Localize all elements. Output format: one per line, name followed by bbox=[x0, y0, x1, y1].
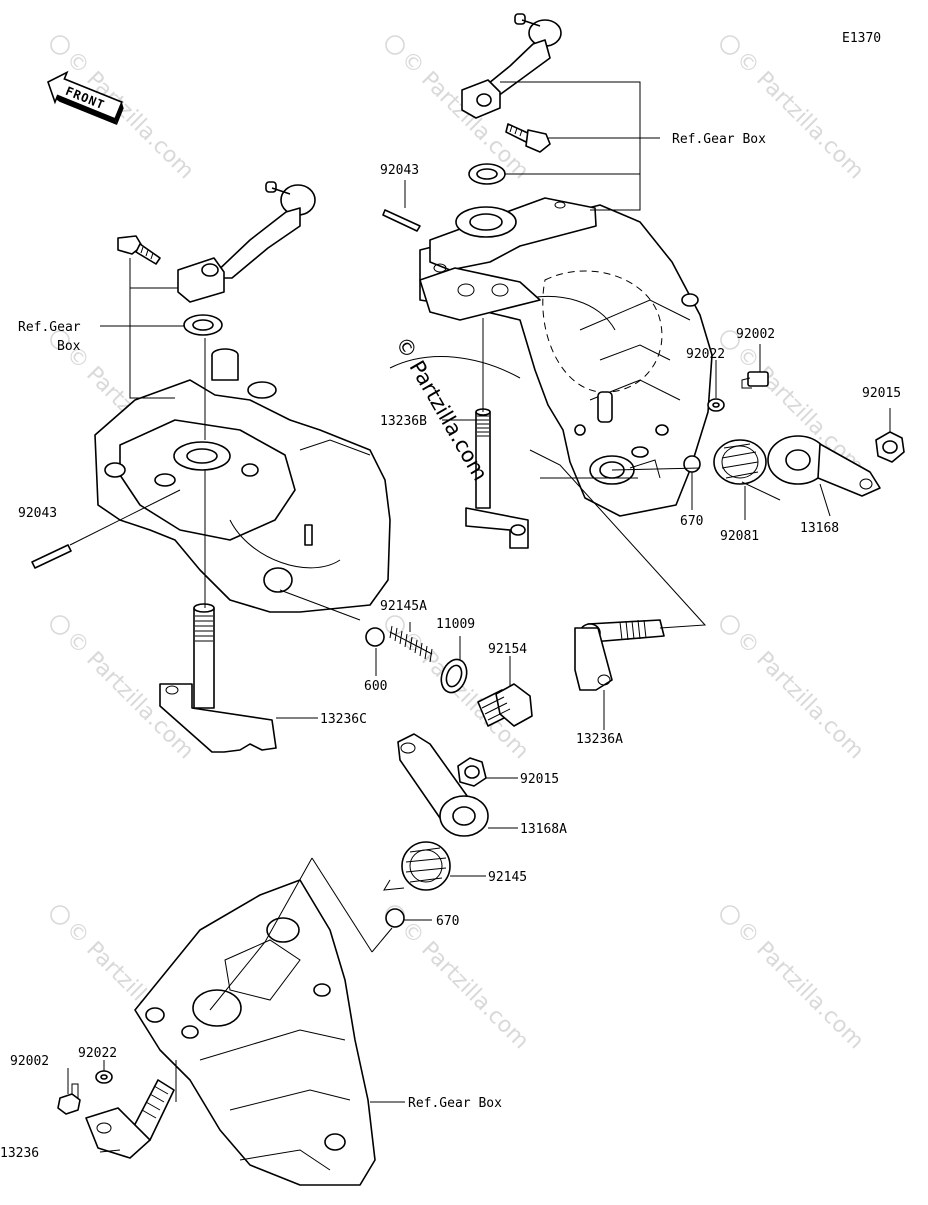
spring-92145 bbox=[383, 841, 451, 891]
gear-box-left-housing bbox=[94, 348, 391, 613]
shaft-13236B bbox=[465, 408, 529, 549]
watermark-text: © Partzilla.com bbox=[731, 46, 869, 184]
part-label: 92145 bbox=[488, 870, 527, 885]
part-label: 670 bbox=[680, 514, 703, 529]
leader-lines bbox=[67, 81, 891, 1153]
part-label: 92043 bbox=[18, 506, 57, 521]
pin-92043-top bbox=[382, 209, 421, 232]
part-label: 92022 bbox=[78, 1046, 117, 1061]
washer-92022-top bbox=[707, 398, 725, 412]
part-label: 670 bbox=[436, 914, 459, 929]
part-label: 92002 bbox=[736, 327, 775, 342]
shaft-13236A bbox=[574, 619, 665, 691]
ref-label: Box bbox=[57, 339, 81, 354]
part-label: 92043 bbox=[380, 163, 419, 178]
spring-92081 bbox=[713, 439, 781, 501]
part-label: 13236B bbox=[380, 414, 427, 429]
spring-92145A bbox=[389, 625, 433, 663]
part-labels: 92043 Ref.Gear Box Ref.Gear Box 13236B 9… bbox=[0, 132, 901, 1161]
shift-lever-top bbox=[461, 13, 562, 119]
part-label: 92015 bbox=[862, 386, 901, 401]
bolt-left bbox=[117, 235, 161, 265]
arm-13168 bbox=[767, 435, 881, 497]
part-label: 11009 bbox=[436, 617, 475, 632]
part-label: 92002 bbox=[10, 1054, 49, 1069]
part-label: 13236C bbox=[320, 712, 367, 727]
shift-lever-left bbox=[177, 181, 316, 303]
washer-92022-bottom bbox=[95, 1070, 113, 1084]
nut-92015-top bbox=[875, 431, 905, 463]
shaft-13236 bbox=[85, 1079, 175, 1159]
arm-13168A bbox=[397, 733, 489, 837]
part-label: 92015 bbox=[520, 772, 559, 787]
pin-92043-left bbox=[31, 544, 72, 569]
watermark-text: © Partzilla.com bbox=[61, 46, 199, 184]
part-label: 13168 bbox=[800, 521, 839, 536]
watermark-text: © Partzilla.com bbox=[731, 916, 869, 1054]
watermark-text: © Partzilla.com bbox=[396, 916, 534, 1054]
bolt-92002-bottom bbox=[57, 1083, 81, 1115]
shaft-13236C bbox=[159, 603, 277, 753]
part-label: 92145A bbox=[380, 599, 427, 614]
diagram-id: E1370 bbox=[842, 31, 881, 46]
ref-label: Ref.Gear bbox=[18, 320, 81, 335]
o-ring-670-top bbox=[683, 455, 701, 473]
oil-seal-left bbox=[183, 314, 223, 336]
watermark-text: © Partzilla.com bbox=[731, 626, 869, 764]
washer-11009 bbox=[440, 658, 468, 694]
gear-box-bottom-housing bbox=[134, 879, 376, 1186]
center-watermark-text: © Partzilla.com bbox=[391, 333, 493, 485]
ref-label: Ref.Gear Box bbox=[408, 1096, 502, 1111]
part-label: 13168A bbox=[520, 822, 567, 837]
ref-label: Ref.Gear Box bbox=[672, 132, 766, 147]
bolt-top bbox=[505, 123, 551, 153]
plug-92154 bbox=[477, 683, 533, 727]
oil-seal-top bbox=[468, 163, 506, 185]
part-label: 92154 bbox=[488, 642, 527, 657]
part-label: 600 bbox=[364, 679, 387, 694]
o-ring-670-bottom bbox=[385, 908, 405, 928]
part-label: 13236 bbox=[0, 1146, 39, 1161]
center-watermark: © Partzilla.com bbox=[391, 333, 493, 485]
bolt-92002-top bbox=[741, 371, 769, 389]
part-label: 92081 bbox=[720, 529, 759, 544]
part-label: 92022 bbox=[686, 347, 725, 362]
part-label: 13236A bbox=[576, 732, 623, 747]
ball-600 bbox=[365, 627, 385, 647]
gear-box-right-top-boss bbox=[419, 197, 597, 321]
nut-92015-mid bbox=[457, 757, 487, 787]
